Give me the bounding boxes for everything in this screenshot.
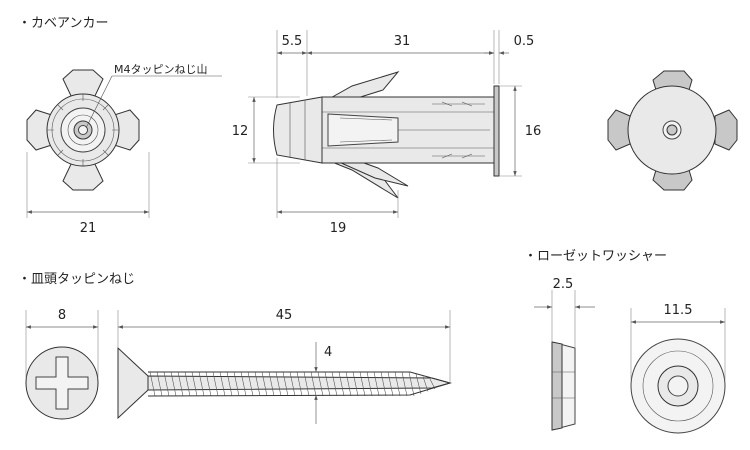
dim-anchor-flange-diameter-label: 16 xyxy=(525,124,542,139)
dim-anchor-flange-diameter: 16 xyxy=(499,85,542,177)
dim-anchor-top: 5.5 31 0.5 xyxy=(276,30,535,98)
section-title-rosette-washer: ・ローゼットワッシャー xyxy=(524,249,667,264)
dim-screw-thread-diameter: 4 xyxy=(314,342,332,424)
section-title-countersunk-screw: ・皿頭タッピンねじ xyxy=(18,272,135,287)
dim-screw-head-diameter-label: 8 xyxy=(58,308,66,323)
anchor-side-view xyxy=(273,71,500,199)
dim-anchor-width-label: 21 xyxy=(80,221,97,236)
dim-anchor-leg-length: 19 xyxy=(276,158,399,236)
washer-side-view xyxy=(551,341,576,431)
washer-front-view xyxy=(630,338,726,434)
screw-head-view xyxy=(25,346,99,420)
dim-anchor-head-offset-label: 5.5 xyxy=(282,34,303,49)
dim-anchor-width: 21 xyxy=(26,152,150,236)
dim-washer-thickness: 2.5 xyxy=(534,277,595,348)
thread-crests xyxy=(149,371,436,397)
dim-anchor-body-length-label: 31 xyxy=(394,34,411,49)
dim-anchor-tip-diameter: 12 xyxy=(232,96,300,164)
dim-anchor-leg-length-label: 19 xyxy=(330,221,347,236)
section-title-wall-anchor: ・カベアンカー xyxy=(18,16,108,31)
thread-callout-label: M4タッピンねじ山 xyxy=(114,63,208,76)
dim-washer-thickness-label: 2.5 xyxy=(553,277,574,292)
anchor-back-view xyxy=(607,70,738,191)
anchor-front-view: M4タッピンねじ山 xyxy=(26,63,222,191)
dim-anchor-tip-diameter-label: 12 xyxy=(232,124,249,139)
dim-screw-length-label: 45 xyxy=(276,308,293,323)
screw-side-view xyxy=(117,346,452,420)
dim-screw-length: 45 xyxy=(117,308,451,383)
dim-screw-head-diameter: 8 xyxy=(25,308,99,378)
dim-washer-diameter: 11.5 xyxy=(630,303,726,380)
dim-washer-diameter-label: 11.5 xyxy=(664,303,693,318)
thread-callout-leader xyxy=(85,75,113,129)
dim-screw-thread-diameter-label: 4 xyxy=(324,345,332,360)
dim-anchor-flange-thickness-label: 0.5 xyxy=(514,34,535,49)
